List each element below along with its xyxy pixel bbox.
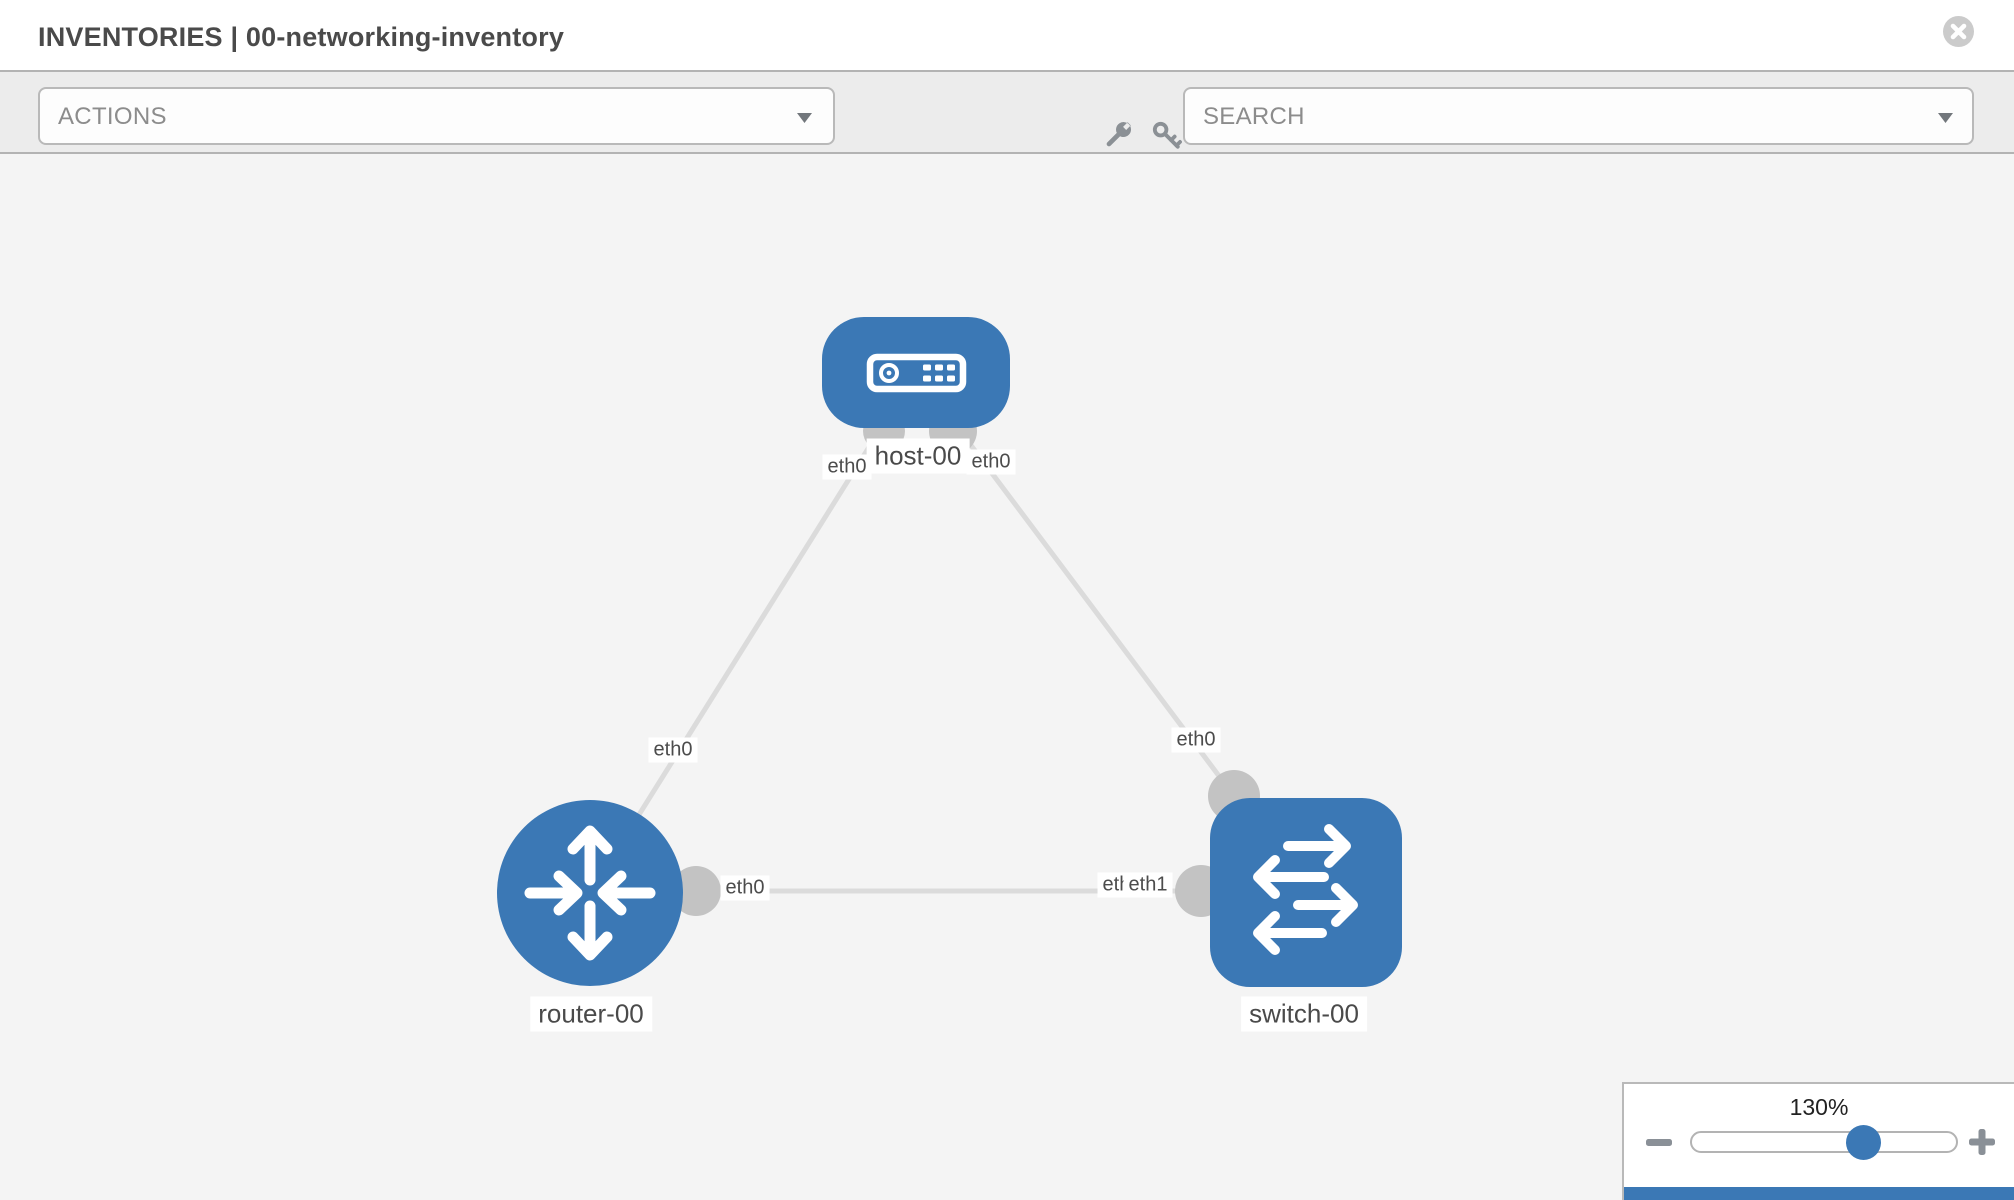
zoom-in-button[interactable] (1966, 1126, 1998, 1163)
node-router-00[interactable] (497, 800, 683, 986)
close-icon (1943, 16, 1974, 47)
iface-label-switch-overlap-eth1: eth1 (1123, 872, 1173, 898)
node-label-router: router-00 (530, 996, 652, 1032)
switch-icon (1253, 824, 1358, 955)
plus-icon (1969, 1129, 1995, 1155)
wrench-button[interactable] (1101, 118, 1135, 157)
node-switch-00[interactable] (1210, 798, 1402, 987)
chevron-down-icon (1938, 113, 1953, 123)
zoom-slider-thumb[interactable] (1846, 1125, 1881, 1160)
header: INVENTORIES | 00-networking-inventory (0, 0, 2014, 72)
search-dropdown[interactable]: SEARCH (1183, 87, 1974, 145)
topology-canvas[interactable]: host-00 router-00 switch-00 eth0 eth0 et… (0, 154, 2014, 1200)
actions-dropdown[interactable]: ACTIONS (38, 87, 835, 145)
zoom-control-panel: 130% (1622, 1082, 2014, 1200)
chevron-down-icon (797, 113, 812, 123)
key-button[interactable] (1149, 118, 1183, 157)
server-icon (866, 353, 967, 393)
router-icon (524, 825, 656, 961)
connector-router-right (671, 866, 721, 916)
key-icon (1152, 121, 1182, 149)
page-title: INVENTORIES | 00-networking-inventory (38, 22, 565, 52)
iface-label-router-to-switch: eth0 (720, 875, 770, 901)
close-button[interactable] (1943, 16, 1974, 47)
iface-label-switch-to-host: eth0 (1171, 727, 1221, 753)
node-label-host: host-00 (866, 438, 970, 474)
iface-label-host-to-switch: eth0 (966, 449, 1016, 475)
iface-label-host-to-router: eth0 (822, 454, 872, 480)
minus-icon (1646, 1139, 1672, 1146)
zoom-out-button[interactable] (1644, 1130, 1674, 1159)
iface-label-router-to-host: eth0 (648, 737, 698, 763)
zoom-slider-track[interactable] (1690, 1131, 1958, 1153)
wrench-icon (1106, 122, 1132, 147)
zoom-panel-accent-bar (1624, 1187, 2014, 1200)
topology-edges-layer (587, 370, 1308, 917)
node-label-switch: switch-00 (1241, 996, 1367, 1032)
zoom-level-value: 130% (1789, 1094, 1849, 1120)
actions-dropdown-label: ACTIONS (58, 103, 167, 130)
node-host-00[interactable] (822, 317, 1010, 428)
search-dropdown-label: SEARCH (1203, 103, 1305, 130)
toolbar: ACTIONS SEARCH (0, 72, 2014, 154)
